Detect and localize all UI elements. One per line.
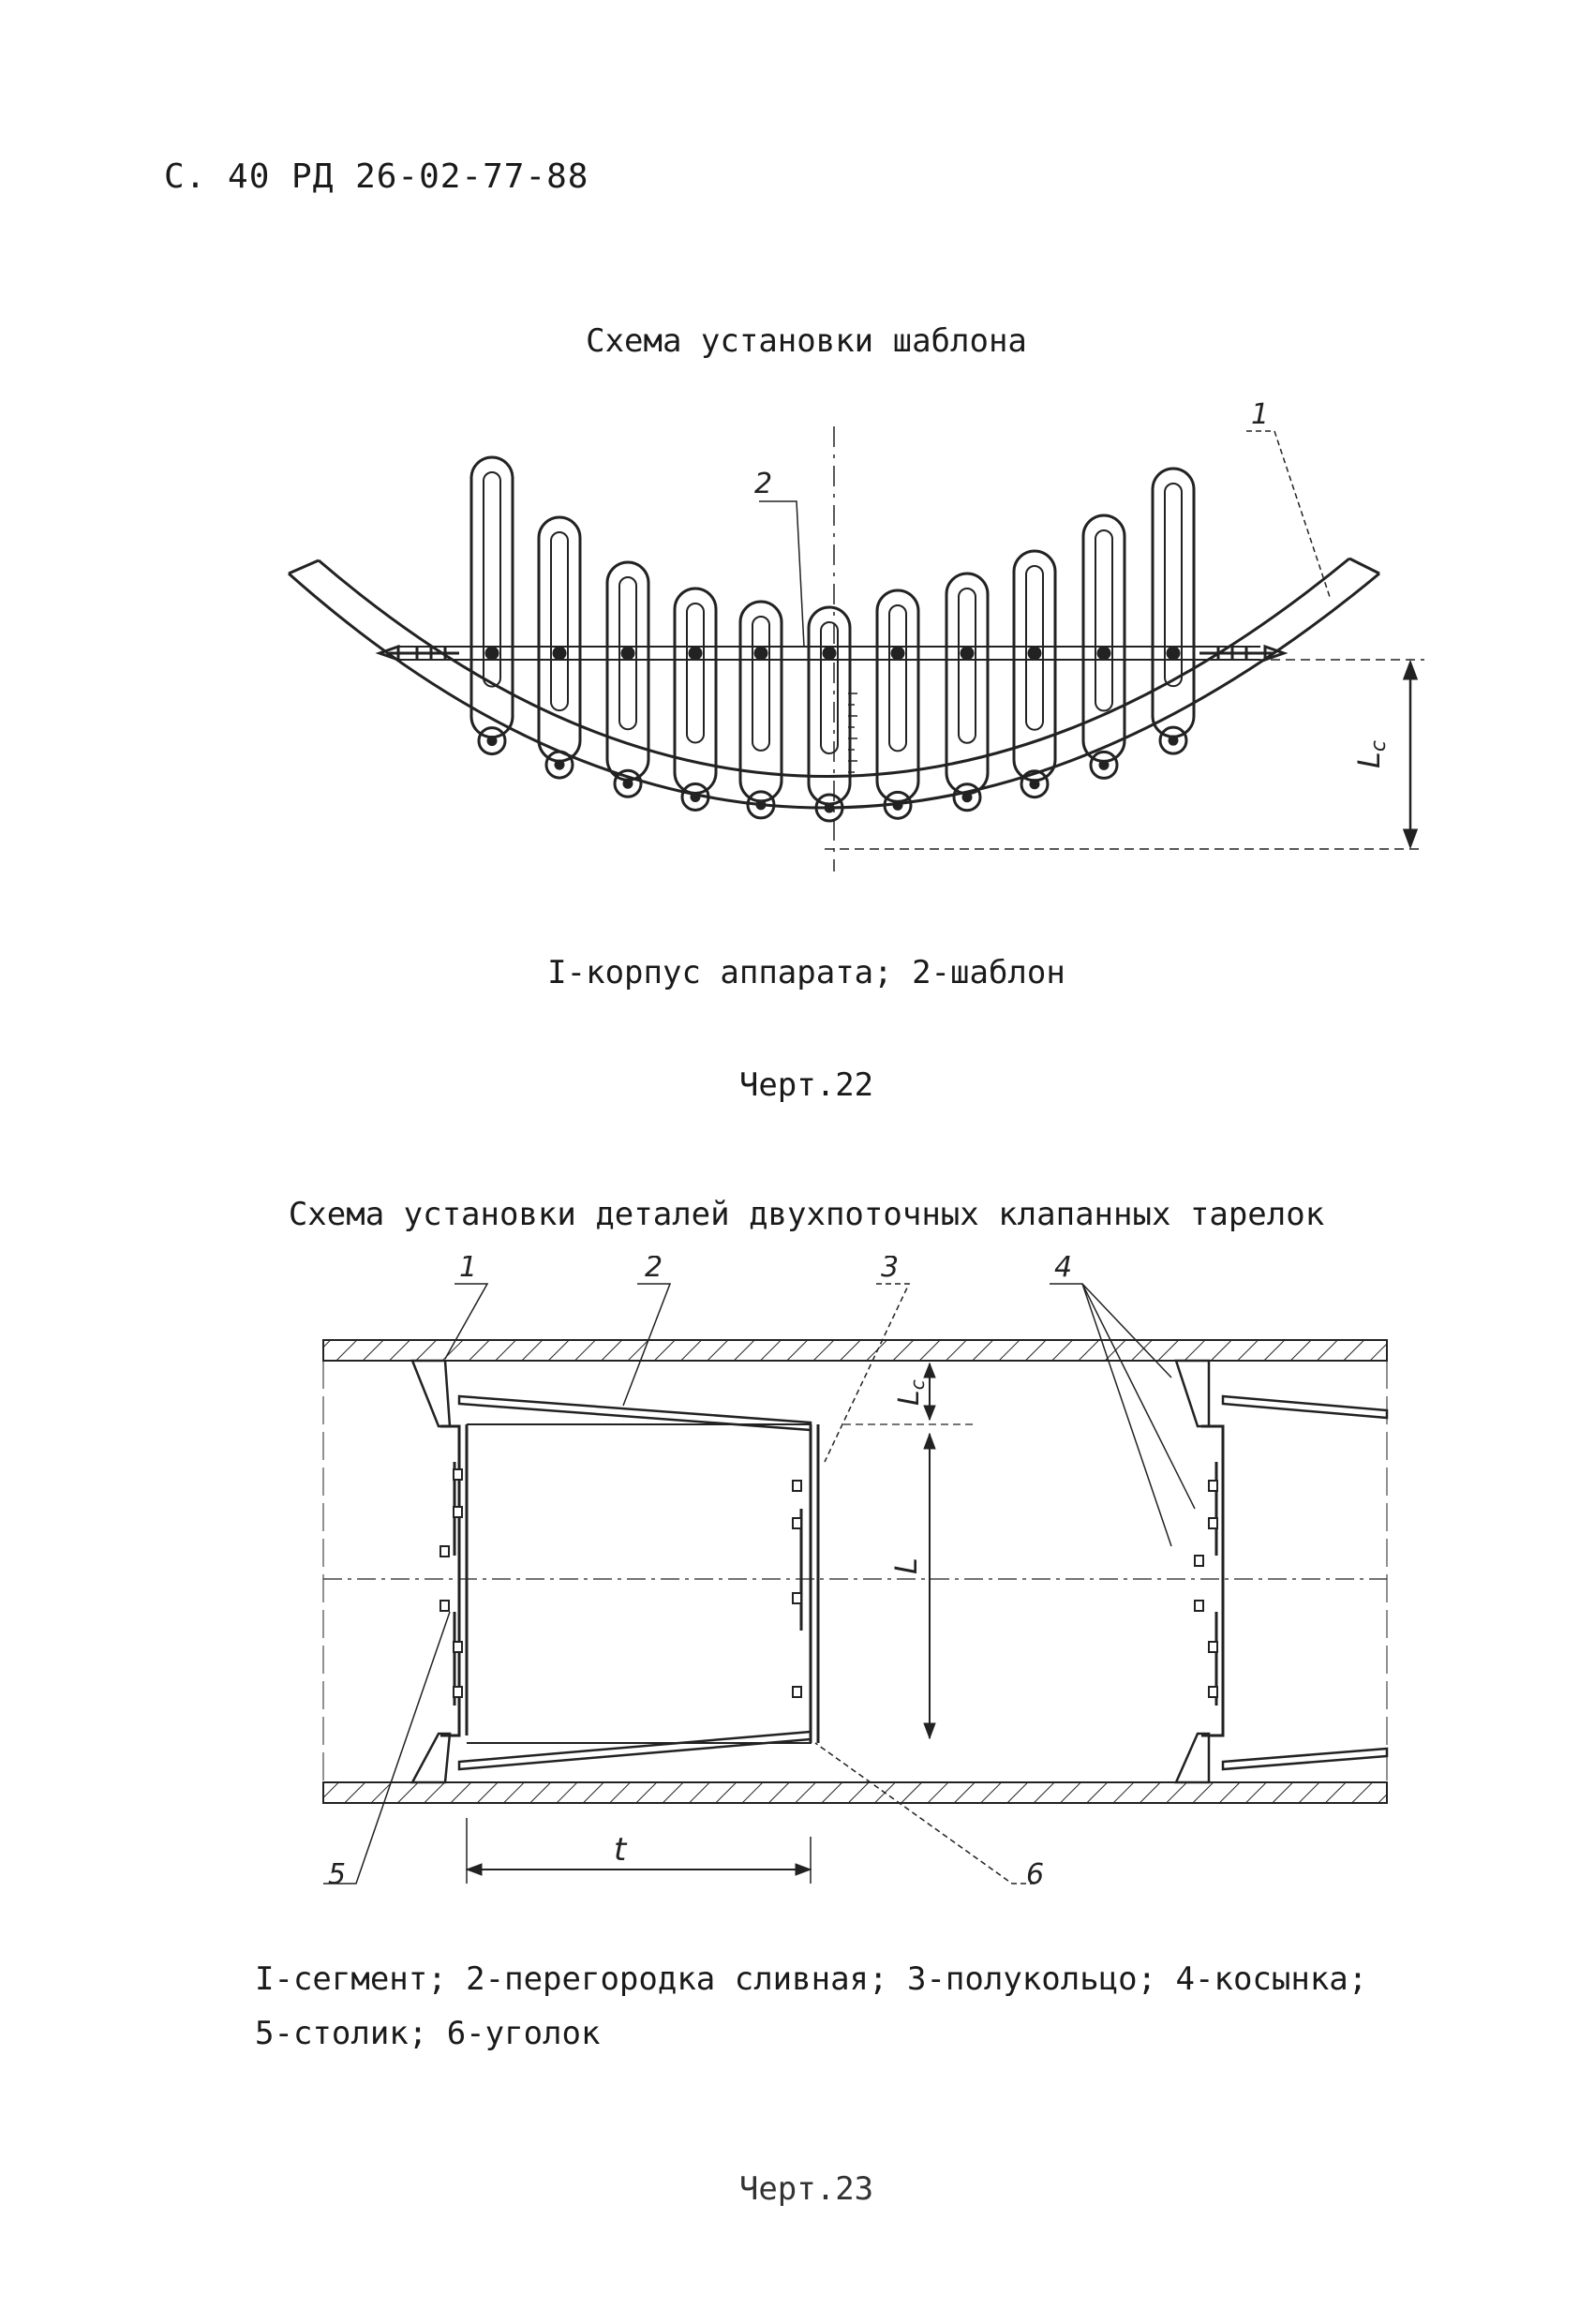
figure2-legend-line1: I-сегмент; 2-перегородка сливная; 3-полу… (255, 1960, 1368, 1998)
fig2-label-2: 2 (645, 1256, 663, 1284)
tab-bolt (792, 1592, 802, 1604)
tab-bolt (792, 1686, 802, 1698)
template-ruler (605, 560, 650, 798)
tab-bolt (1208, 1480, 1218, 1492)
fig2-label-4: 4 (1054, 1256, 1072, 1284)
tab-bolt (1208, 1517, 1218, 1529)
template-ruler (1151, 467, 1196, 755)
tab-bolt (439, 1600, 450, 1612)
tab-bolt (453, 1686, 463, 1698)
fig1-label-2: 2 (754, 468, 772, 500)
right-bolt (1199, 644, 1289, 663)
page-header: С. 40 РД 26-02-77-88 (164, 157, 589, 196)
template-ruler (1012, 549, 1057, 799)
tab-bolt (792, 1517, 802, 1529)
tab-bolt (1208, 1686, 1218, 1698)
figure2-title: Схема установки деталей двухпоточных кла… (288, 1196, 1325, 1233)
fig2-label-l: L (888, 1557, 924, 1574)
tab-bolt (1208, 1641, 1218, 1653)
template-ruler (469, 455, 514, 756)
fig1-label-lc: Lc (1351, 740, 1391, 768)
left-bolt (375, 644, 459, 663)
figure1-title: Схема установки шаблона (586, 322, 1027, 360)
fig2-label-6: 6 (1026, 1858, 1044, 1891)
figure2-drawing: 1 2 3 4 5 6 Lc L t (322, 1256, 1389, 1891)
tab-bolt (1194, 1600, 1204, 1612)
fig2-label-1: 1 (459, 1256, 477, 1284)
tab-bolt (453, 1506, 463, 1518)
tab-bolt (439, 1545, 450, 1557)
template-ruler (1081, 514, 1126, 780)
fig2-label-5: 5 (328, 1858, 346, 1891)
fig1-label-1: 1 (1251, 398, 1269, 431)
bottom-wall (322, 1781, 1388, 1804)
template-ruler (537, 515, 582, 780)
figure2-caption: Черт.23 (738, 2170, 874, 2208)
template-ruler (945, 572, 990, 812)
figure1-legend: I-корпус аппарата; 2-шаблон (547, 954, 1065, 991)
fig2-label-t: t (614, 1831, 628, 1869)
template-ruler (673, 587, 718, 812)
figure1-caption: Черт.22 (738, 1066, 874, 1104)
fig2-label-3: 3 (881, 1256, 899, 1284)
template-ruler (807, 605, 852, 823)
top-wall (322, 1339, 1388, 1362)
tab-bolt (453, 1468, 463, 1481)
tab-bolt (792, 1480, 802, 1492)
tab-bolt (1194, 1555, 1204, 1567)
template-ruler (738, 600, 783, 820)
tab-bolt (453, 1641, 463, 1653)
figure1-drawing: 1 2 Lc (288, 398, 1424, 872)
figure2-legend-line2: 5-столик; 6-уголок (255, 2015, 601, 2052)
fig2-label-lc: Lc (893, 1379, 929, 1406)
template-ruler (875, 588, 920, 820)
